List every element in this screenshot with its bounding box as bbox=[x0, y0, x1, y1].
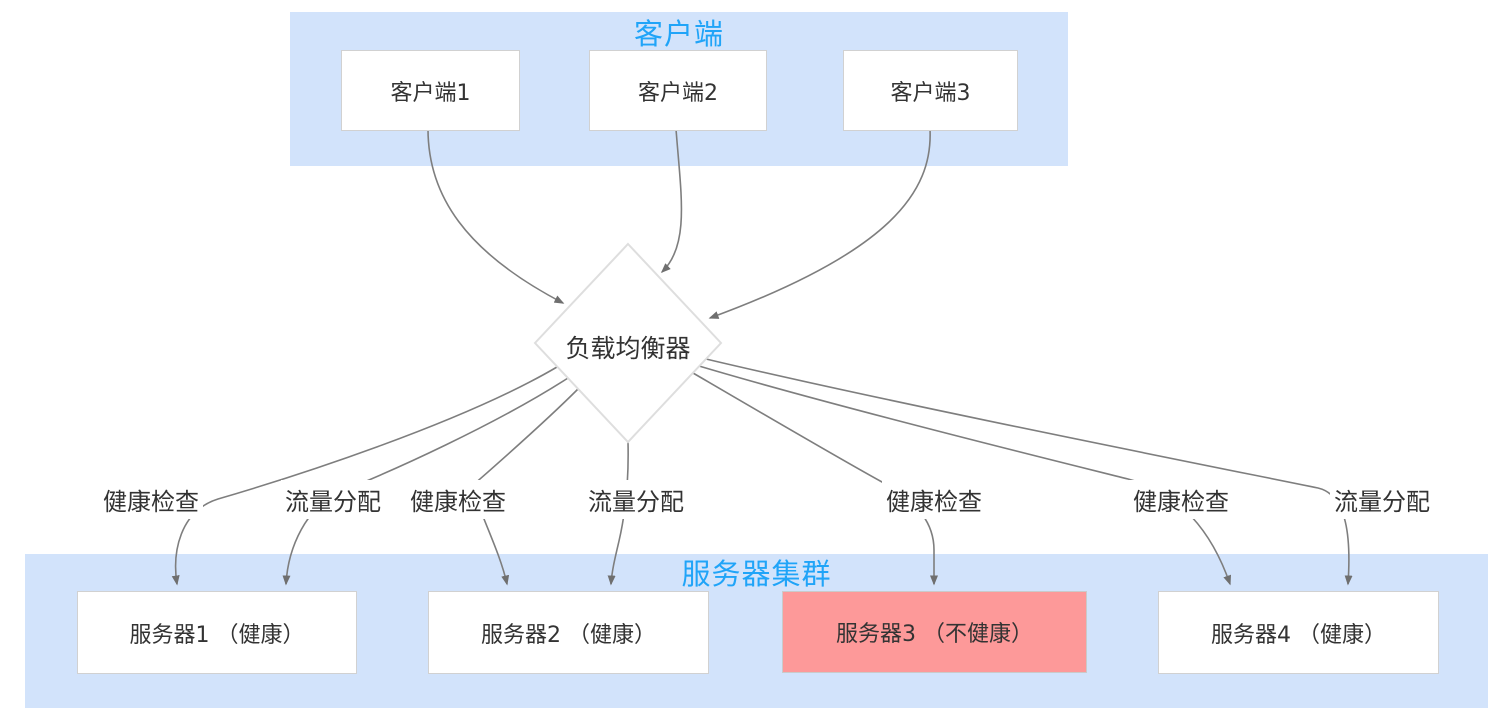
server-node-1: 服务器1 （健康） bbox=[77, 591, 357, 674]
edge-label-traffic-server2: 流量分配 bbox=[584, 480, 688, 519]
client-node-1: 客户端1 bbox=[341, 50, 520, 131]
server-node-2: 服务器2 （健康） bbox=[428, 591, 709, 674]
load-balancer-shape bbox=[533, 242, 723, 444]
edge-lb-healthcheck-server1 bbox=[171, 366, 558, 586]
edge-client2-to-lb bbox=[660, 128, 683, 274]
edge-label-traffic-server4: 流量分配 bbox=[1330, 480, 1434, 519]
edge-label-healthcheck-server4: 健康检查 bbox=[1129, 480, 1233, 519]
client-node-3: 客户端3 bbox=[843, 50, 1018, 131]
load-balancer-label: 负载均衡器 bbox=[565, 334, 691, 363]
edge-label-healthcheck-server1: 健康检查 bbox=[99, 480, 203, 519]
edge-lb-traffic-server2 bbox=[607, 441, 629, 586]
clients-group-title: 客户端 bbox=[633, 17, 724, 51]
servers-group-title: 服务器集群 bbox=[681, 557, 832, 591]
edge-label-traffic-server1: 流量分配 bbox=[281, 480, 385, 519]
edge-lb-traffic-server4 bbox=[705, 358, 1353, 586]
edge-lb-healthcheck-server3 bbox=[692, 372, 938, 586]
server-node-4: 服务器4 （健康） bbox=[1158, 591, 1439, 674]
edge-label-healthcheck-server2: 健康检查 bbox=[406, 480, 510, 519]
client-node-2: 客户端2 bbox=[589, 50, 767, 131]
server-node-3: 服务器3 （不健康） bbox=[782, 591, 1087, 673]
edge-lb-healthcheck-server4 bbox=[698, 365, 1231, 586]
edge-label-healthcheck-server3: 健康检查 bbox=[882, 480, 986, 519]
edge-client1-to-lb bbox=[427, 128, 565, 304]
edge-client3-to-lb bbox=[708, 128, 931, 319]
